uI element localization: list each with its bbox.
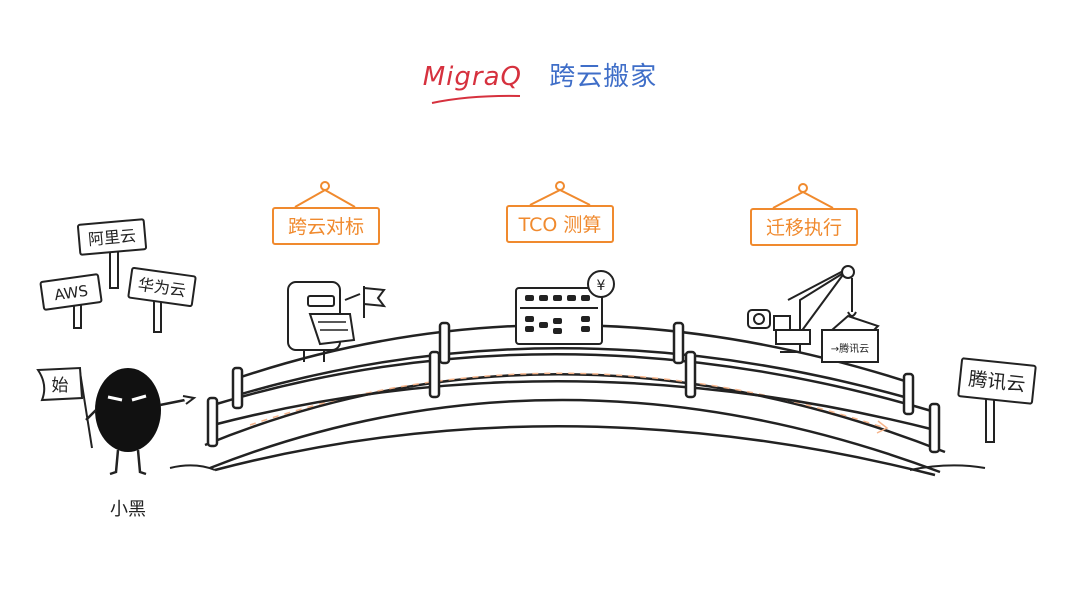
ground-right (909, 464, 986, 471)
destination-signpost (957, 357, 1037, 443)
rail-post (428, 350, 441, 399)
signpost-board (957, 357, 1037, 405)
signpost-board (39, 273, 103, 311)
pointing-hand-icon (182, 395, 197, 405)
bridge-deck-top (204, 373, 946, 454)
ground-left (169, 464, 216, 471)
rail-post (684, 350, 697, 399)
start-flag (36, 366, 84, 402)
rail-front-bottom (212, 380, 936, 432)
yen-coin-icon (587, 270, 615, 298)
sign-nail (320, 181, 330, 191)
yen-symbol: ¥ (597, 278, 606, 294)
sign-nail (555, 181, 565, 191)
sign-string (294, 188, 356, 208)
page-title: MigraQ 跨云搬家 (0, 56, 1080, 93)
rail-post (438, 321, 451, 365)
bridge-deck-bottom (209, 398, 941, 474)
sign-nail (798, 183, 808, 193)
subtitle: 跨云搬家 (549, 62, 658, 92)
character-eye-left (107, 395, 123, 402)
crate-label: →腾讯云 (831, 342, 869, 355)
small-flag-icon (363, 286, 387, 318)
flag-label: 始 (52, 376, 69, 396)
sign-string (529, 188, 591, 206)
rail-post (672, 321, 685, 365)
character-name: 小黑 (110, 499, 146, 520)
character-arm-right (159, 398, 186, 407)
signpost-post (985, 393, 995, 443)
bridge-arch (214, 425, 936, 477)
receipt-machine-icon (287, 281, 387, 362)
brand-underline (431, 94, 521, 104)
rail-front-top (212, 353, 936, 414)
rail-back-bottom (237, 347, 909, 400)
character-eye-right (131, 394, 147, 402)
crane-icon (747, 265, 880, 363)
signpost-board (76, 218, 148, 256)
sign-string (772, 190, 834, 209)
sign-hangers (294, 181, 834, 209)
bridge-flow-arrowhead (876, 420, 889, 434)
signpost-board (127, 266, 197, 308)
character-leg-left (109, 449, 120, 476)
rail-post (206, 396, 219, 448)
character-leg-right (136, 449, 147, 476)
character-body (95, 368, 161, 452)
rail-post (231, 366, 244, 410)
abacus-icon (515, 270, 615, 345)
character-arm-left (85, 409, 97, 421)
signpost-label-aliyun: 阿里云 (87, 226, 136, 249)
rail-post (928, 402, 941, 454)
bridge (204, 321, 946, 477)
signpost-label-aws: AWS (53, 282, 89, 305)
stage-sign-benchmark: 跨云对标 (272, 207, 380, 245)
source-signposts (39, 218, 197, 333)
brand-title: MigraQ (422, 62, 522, 92)
stage-sign-execution: 迁移执行 (750, 208, 858, 246)
character-xiaohei (36, 366, 197, 476)
stage-sign-tco: TCO 测算 (506, 205, 614, 243)
rail-post (902, 372, 915, 416)
signpost-post (153, 297, 162, 333)
